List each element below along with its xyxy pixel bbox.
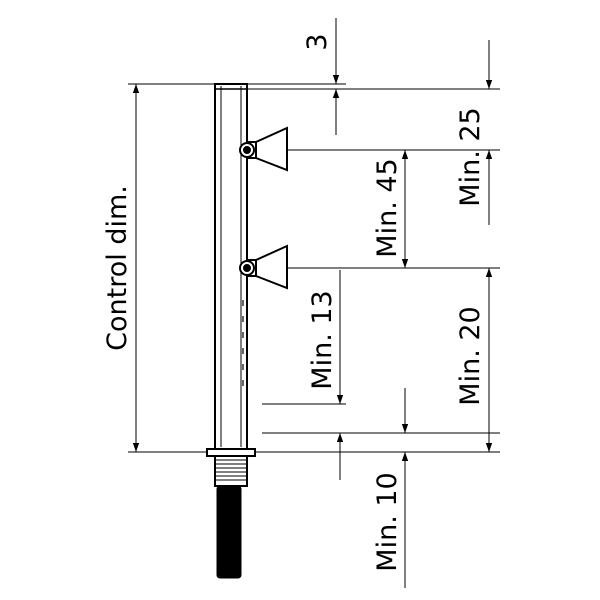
clamp-upper-screw (243, 146, 251, 154)
post-top-cap (214, 83, 248, 90)
dimension-labels: Control dim. 3 Min. 25 Min. 45 Min. 13 M… (102, 33, 486, 571)
label-dim-13: Min. 13 (307, 290, 338, 389)
label-control-dim: Control dim. (102, 185, 133, 351)
base-fitting (206, 448, 256, 579)
clamp-lower-screw (243, 264, 251, 272)
dimension-lines (132, 18, 493, 588)
label-dim-25: Min. 25 (455, 107, 486, 206)
extension-lines (128, 83, 500, 453)
base-flange (206, 448, 256, 457)
clamp-upper-cup (255, 126, 288, 172)
label-dim-20: Min. 20 (455, 306, 486, 405)
nut-thread-lines (216, 459, 246, 481)
label-dim-45: Min. 45 (372, 158, 403, 257)
label-dim-10: Min. 10 (372, 472, 403, 571)
threaded-rod (216, 485, 242, 579)
clamp-upper (239, 126, 288, 172)
base-nut (214, 455, 248, 487)
clamp-lower (239, 244, 288, 290)
label-dim-3: 3 (302, 33, 333, 50)
clamp-lower-cup (255, 244, 288, 290)
